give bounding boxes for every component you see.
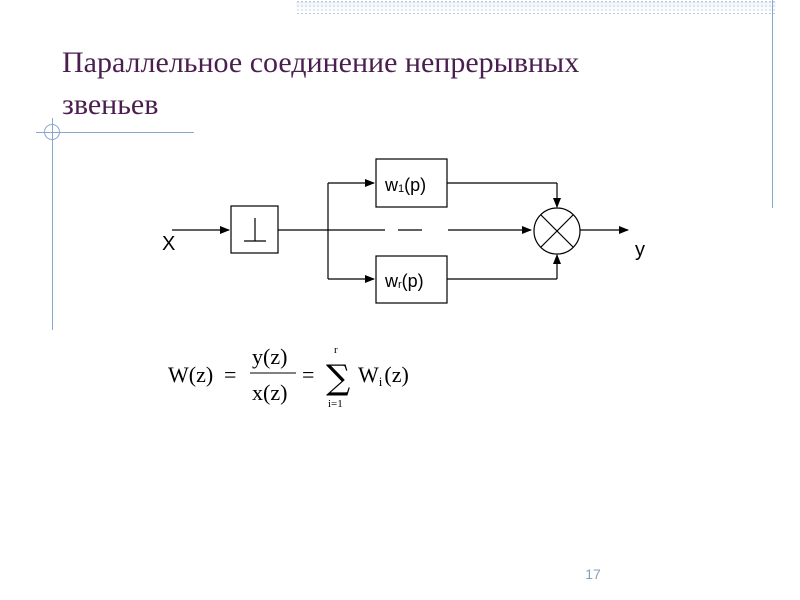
left-decor-vertical-line xyxy=(52,118,53,330)
formula-term-arg: (z) xyxy=(384,362,408,387)
formula-term-name: W xyxy=(358,362,379,387)
block-wr-arg: (p) xyxy=(402,271,424,291)
output-label: y xyxy=(635,239,645,261)
page-number: 17 xyxy=(585,566,601,582)
formula-sum-symbol: ∑ xyxy=(326,358,350,398)
summing-cross-2 xyxy=(540,214,574,248)
block-w1-name: w xyxy=(384,175,399,195)
slide-title-line2: звеньев xyxy=(62,88,159,121)
formula-eq2: = xyxy=(302,362,314,387)
formula-svg: W(z) = y(z) x(z) = r ∑ i=1 Wi(z) xyxy=(168,344,409,410)
summing-junction xyxy=(533,207,581,255)
block-wr-name: w xyxy=(384,271,399,291)
slide-title: Параллельное соединение непрерывных звен… xyxy=(62,42,742,126)
right-decor-line xyxy=(772,0,773,208)
block-w1-sub: 1 xyxy=(398,183,404,195)
input-label: X xyxy=(162,233,175,255)
slide-title-line1: Параллельное соединение непрерывных xyxy=(62,46,580,79)
formula-eq1: = xyxy=(224,362,236,387)
block-wr-label: wr(p) xyxy=(384,271,424,291)
formula-term-sub: i xyxy=(379,374,383,389)
header-band-shade xyxy=(296,2,776,12)
block-w1-label: w1(p) xyxy=(384,175,426,195)
left-decor-horizontal-line xyxy=(36,132,194,133)
block-w1-arg: (p) xyxy=(404,175,426,195)
formula-denominator: x(z) xyxy=(252,380,287,405)
formula-term: Wi(z) xyxy=(358,362,409,389)
block-wr-sub: r xyxy=(398,279,402,291)
formula-lhs: W(z) xyxy=(168,362,213,387)
formula-sum-lower: i=1 xyxy=(328,398,343,410)
left-decor-circle xyxy=(44,124,60,140)
formula-sum-upper: r xyxy=(334,344,338,356)
transfer-function-formula: W(z) = y(z) x(z) = r ∑ i=1 Wi(z) xyxy=(168,340,438,420)
formula-numerator: y(z) xyxy=(252,344,287,369)
